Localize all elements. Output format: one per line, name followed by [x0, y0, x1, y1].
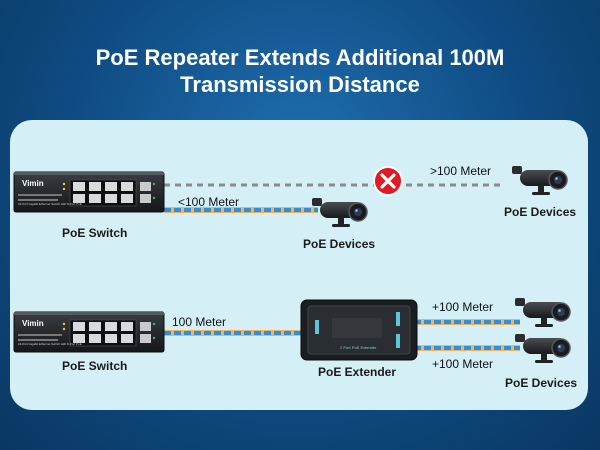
bottom-out-2-label: +100 Meter [432, 357, 494, 371]
bottom-cable-label: 100 Meter [172, 315, 227, 329]
extender-caption: 2 Port PoE Extender [340, 345, 377, 350]
top-far-device-label: PoE Devices [504, 205, 577, 219]
title-line-2: Transmission Distance [180, 72, 420, 97]
x-mark-icon [373, 166, 403, 196]
top-far-distance-label: >100 Meter [430, 164, 492, 178]
top-switch-caption: 16-Port Gigabit Ethernet Switch with 8-P… [18, 202, 82, 206]
top-switch-brand: Vimin [22, 179, 44, 188]
top-switch-label: PoE Switch [62, 226, 128, 240]
bottom-camera-1-icon [514, 297, 571, 328]
bottom-camera-2-icon [514, 333, 571, 364]
top-near-device-label: PoE Devices [303, 237, 376, 251]
title-line-1: PoE Repeater Extends Additional 100M [95, 45, 505, 70]
extender-icon [300, 299, 418, 361]
top-far-camera-icon [511, 165, 568, 196]
bottom-switch-icon [13, 311, 165, 353]
extender-label: PoE Extender [318, 365, 397, 379]
bottom-switch-label: PoE Switch [62, 359, 128, 373]
bottom-out-1-label: +100 Meter [432, 300, 494, 314]
top-switch-icon [13, 171, 165, 213]
bottom-device-label: PoE Devices [505, 376, 578, 390]
top-near-camera-icon [311, 197, 368, 228]
bottom-switch-brand: Vimin [22, 319, 44, 328]
diagram-panel [10, 120, 588, 410]
page-title: PoE Repeater Extends Additional 100M Tra… [0, 44, 600, 98]
top-cable-label: <100 Meter [178, 195, 240, 209]
bottom-switch-caption: 16-Port Gigabit Ethernet Switch with 8-P… [18, 342, 82, 346]
